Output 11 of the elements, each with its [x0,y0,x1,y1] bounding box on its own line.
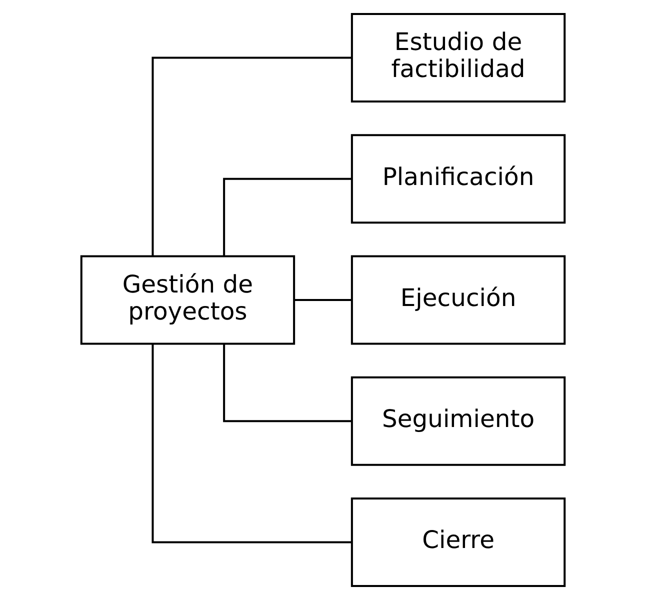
connector [294,299,352,301]
node-box: Gestión de proyectos [80,255,295,345]
node-box: Cierre [350,498,566,588]
connector [222,178,352,256]
connector [151,344,352,544]
node-box: Ejecución [350,255,566,345]
node-box: Planificación [350,134,566,224]
connector [151,56,352,256]
node-box: Seguimiento [350,376,566,466]
node-box: Estudio de factibilidad [350,12,566,102]
connector [222,344,352,422]
